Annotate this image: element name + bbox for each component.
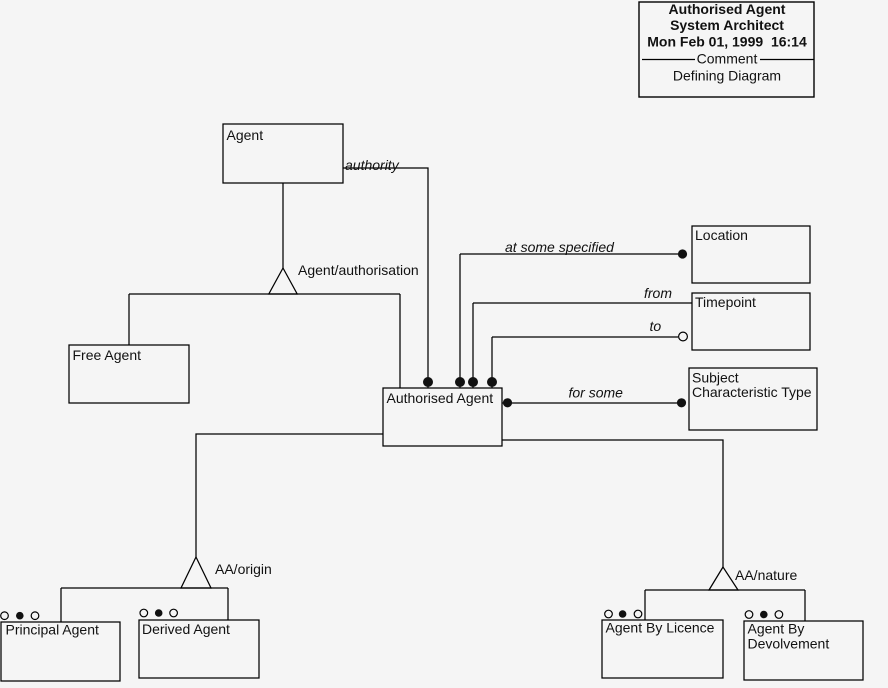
svg-text:from: from bbox=[644, 285, 672, 301]
svg-text:Agent By Licence: Agent By Licence bbox=[606, 620, 715, 636]
svg-text:System Architect: System Architect bbox=[670, 17, 784, 33]
svg-text:authority: authority bbox=[345, 157, 400, 173]
svg-text:Comment: Comment bbox=[697, 51, 758, 67]
svg-text:Derived Agent: Derived Agent bbox=[142, 621, 230, 637]
svg-text:Agent By: Agent By bbox=[748, 621, 805, 637]
svg-text:Devolvement: Devolvement bbox=[748, 636, 830, 652]
svg-text:to: to bbox=[650, 318, 662, 334]
svg-text:Location: Location bbox=[695, 227, 748, 243]
svg-text:Free Agent: Free Agent bbox=[73, 347, 142, 363]
svg-text:Principal Agent: Principal Agent bbox=[6, 622, 100, 638]
svg-text:Defining Diagram: Defining Diagram bbox=[673, 68, 781, 84]
svg-text:AA/nature: AA/nature bbox=[735, 567, 797, 583]
svg-text:Agent: Agent bbox=[227, 127, 264, 143]
svg-text:at some specified: at some specified bbox=[505, 239, 615, 255]
svg-text:Authorised Agent: Authorised Agent bbox=[387, 390, 494, 406]
svg-text:Mon Feb 01, 1999 16:14: Mon Feb 01, 1999 16:14 bbox=[647, 34, 807, 50]
svg-text:Characteristic Type: Characteristic Type bbox=[692, 384, 812, 400]
svg-text:Subject: Subject bbox=[692, 370, 739, 386]
svg-text:for some: for some bbox=[569, 385, 624, 401]
svg-text:Timepoint: Timepoint bbox=[695, 294, 756, 310]
svg-text:AA/origin: AA/origin bbox=[215, 561, 272, 577]
svg-text:Agent/authorisation: Agent/authorisation bbox=[298, 262, 419, 278]
svg-text:Authorised Agent: Authorised Agent bbox=[669, 1, 786, 17]
